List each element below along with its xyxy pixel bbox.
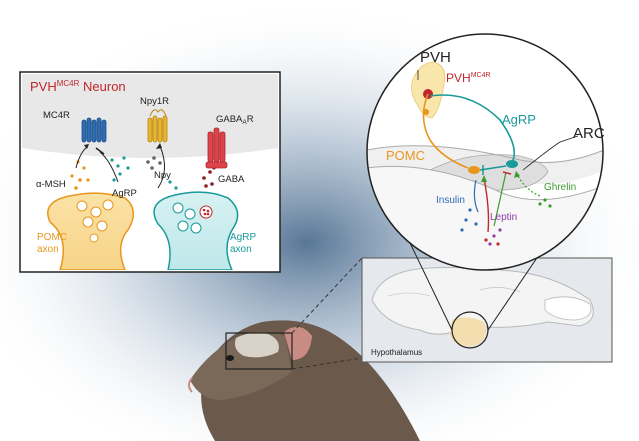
pomc-neuron: [468, 166, 480, 174]
pomc-vesicles: [76, 199, 114, 243]
pomc-axon-terminal: [47, 192, 134, 270]
brain-section-box: Hypothalamus: [361, 257, 613, 363]
npy1r-receptor: [147, 115, 168, 143]
npy-label: Npy: [154, 170, 171, 181]
mouse-illustration: [188, 320, 420, 441]
pomc-axon-label: POMC axon: [37, 232, 70, 255]
leptin-label: Leptin: [490, 212, 517, 223]
amsh-label: α-MSH: [36, 179, 66, 190]
insulin-label: Insulin: [436, 195, 465, 206]
brain-outline: [371, 267, 594, 335]
panel-title: PVHMC4R Neuron: [30, 79, 126, 94]
gabaar-label: GABAAR: [216, 114, 254, 126]
median-eminence: [367, 166, 603, 270]
leptin-signal: [481, 171, 512, 246]
pvh-neuron-panel: PVHMC4R Neuron MC4R Npy1R GABAAR α-MSH A…: [19, 71, 281, 273]
zoom-line-bottom: [291, 357, 363, 370]
gabaar-receptor: [205, 127, 228, 169]
agrp-inhibit: [99, 151, 119, 183]
pvh-mc4r-label: PVHMC4R: [446, 71, 491, 85]
mouse-brain-box: [225, 332, 293, 370]
agrp-axon-label: AgRP axon: [230, 232, 259, 255]
pomc-circle-label: POMC: [386, 148, 425, 163]
npy-arrow: [157, 145, 165, 189]
tissue-line: [367, 165, 603, 201]
agrp-vesicles: [172, 202, 202, 234]
gaba-label: GABA: [218, 174, 245, 185]
agrp-projection: [429, 94, 516, 163]
npy1r-label: Npy1R: [140, 96, 169, 107]
pomc-projection: [422, 93, 469, 169]
arc-label: ARC: [573, 125, 605, 142]
hypothalamus-region: [450, 317, 487, 347]
agrp-circle-label: AgRP: [502, 112, 536, 127]
agrp-ligand-label: AgRP: [112, 188, 137, 199]
agrp-neuron: [506, 160, 518, 168]
mc4r-label: MC4R: [43, 110, 70, 121]
zoom-line-top: [291, 257, 363, 334]
ghrelin-signal: [514, 171, 552, 208]
insulin-signal: [460, 179, 479, 232]
agrp-particles: [110, 156, 178, 190]
hypothalamus-detail-circle: PVH PVHMC4R AgRP ARC POMC Ghrelin Insuli…: [366, 33, 605, 271]
pvh-label: PVH: [420, 49, 451, 66]
mc4r-receptor: [81, 117, 107, 143]
npy-particles: [146, 156, 162, 170]
ghrelin-label: Ghrelin: [544, 182, 576, 193]
hypothalamus-label: Hypothalamus: [371, 348, 422, 357]
